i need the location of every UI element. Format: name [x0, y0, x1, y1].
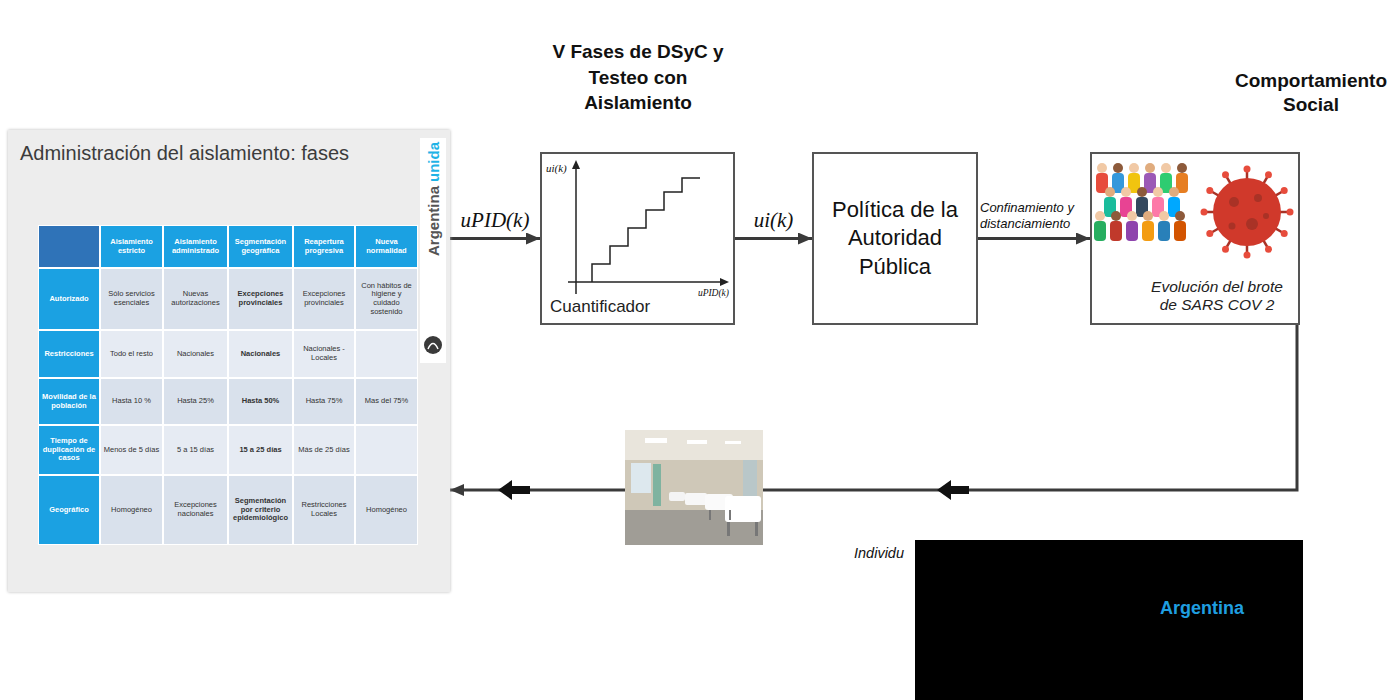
table-text: Aislamiento administrado	[166, 238, 225, 255]
table-cell: Homogéneo	[355, 475, 418, 545]
table-cell	[355, 330, 418, 378]
table-cell: Hasta 10 %	[100, 378, 163, 425]
table-cell: Geográfico	[38, 475, 100, 545]
slide-panel: Administración del aislamiento: fasesAis…	[8, 130, 450, 592]
table-text: Autorizado	[49, 295, 88, 304]
table-text: 15 a 25 días	[239, 446, 281, 455]
table-text: Hasta 25%	[177, 397, 214, 406]
table-text: Hasta 75%	[306, 397, 343, 406]
crowd-picture	[1094, 163, 1188, 241]
table-cell: Menos de 5 días	[100, 425, 163, 475]
table-cell: Excepciones provinciales	[293, 268, 355, 330]
table-cell: Sólo servicios esenciales	[100, 268, 163, 330]
table-text: Homogéneo	[111, 506, 152, 515]
slide-title: Administración del aislamiento: fases	[20, 142, 349, 165]
table-cell: Aislamiento administrado	[163, 225, 228, 268]
table-cell: Hasta 75%	[293, 378, 355, 425]
country-name: Argentina	[1160, 598, 1244, 619]
table-text: Restricciones	[44, 350, 93, 359]
table-text: Geográfico	[49, 506, 89, 515]
edge-label: ui(k)	[752, 208, 796, 233]
axis-label: ui(k)	[546, 162, 567, 174]
table-cell: Mas del 75%	[355, 378, 418, 425]
table-text: Nacionales	[177, 350, 214, 359]
table-cell: Nacionales	[228, 330, 293, 378]
hospital-picture	[625, 430, 763, 545]
table-text: Sólo servicios esenciales	[103, 290, 160, 307]
table-cell: Más de 25 días	[293, 425, 355, 475]
block-name: Cuantificador	[550, 297, 650, 317]
table-cell: Hasta 25%	[163, 378, 228, 425]
table-text: Todo el resto	[110, 350, 153, 359]
image-caption: Evolución del brote de SARS COV 2	[1142, 278, 1292, 315]
black-box: Argentina	[915, 540, 1303, 700]
edge-label: Confinamiento y distanciamiento	[978, 200, 1090, 233]
table-cell: Nacionales	[163, 330, 228, 378]
table-text: Homogéneo	[366, 506, 407, 515]
table-cell: Nacionales - Locales	[293, 330, 355, 378]
table-cell: Movilidad de la población	[38, 378, 100, 425]
table-cell: Excepciones provinciales	[228, 268, 293, 330]
policy-box: Política de la Autoridad Pública	[812, 152, 978, 325]
axis-label: uPID(k)	[698, 288, 729, 298]
table-cell: 15 a 25 días	[228, 425, 293, 475]
table-cell: Homogéneo	[100, 475, 163, 545]
outbreak-box: Comportamiento SocialEvolución del brote…	[1090, 152, 1300, 325]
table-text: Segmentación por criterio epidemiológico	[231, 497, 290, 523]
virus-picture	[1201, 166, 1294, 259]
table-cell	[355, 425, 418, 475]
block-heading: V Fases de DSyC y Testeo con Aislamiento	[549, 39, 727, 116]
table-cell: Restricciones Locales	[293, 475, 355, 545]
table-text: Más de 25 días	[298, 446, 349, 455]
table-cell: Excepciones nacionales	[163, 475, 228, 545]
table-text: Con hábitos de higiene y cuidado sosteni…	[358, 282, 415, 317]
table-text: Hasta 10 %	[112, 397, 151, 406]
table-cell: 5 a 15 días	[163, 425, 228, 475]
brand-strip: Argentina unida	[420, 138, 446, 328]
table-text: Reapertura progresiva	[296, 238, 352, 255]
table-text: Tiempo de duplicación de casos	[41, 437, 97, 463]
table-text: Excepciones nacionales	[166, 501, 225, 518]
block-name: Política de la Autoridad Pública	[820, 196, 970, 282]
edge-label: uPID(k)	[459, 208, 532, 233]
quantizer-box: V Fases de DSyC y Testeo con Aislamiento…	[540, 152, 735, 325]
table-text: Nacionales	[241, 350, 281, 359]
connector	[450, 237, 540, 240]
table-cell: Nueva normalidad	[355, 225, 418, 268]
table-text: Segmentación geográfica	[231, 238, 290, 255]
table-cell: Restricciones	[38, 330, 100, 378]
table-cell: Hasta 50%	[228, 378, 293, 425]
table-cell: Segmentación geográfica	[228, 225, 293, 268]
table-text: Restricciones Locales	[296, 501, 352, 518]
table-text: Menos de 5 días	[104, 446, 159, 455]
table-text: Hasta 50%	[242, 397, 280, 406]
table-cell: Autorizado	[38, 268, 100, 330]
block-heading: Comportamiento Social	[1232, 69, 1390, 118]
connector	[450, 325, 1297, 490]
table-cell: Tiempo de duplicación de casos	[38, 425, 100, 475]
table-cell	[38, 225, 100, 268]
table-text: Nueva normalidad	[358, 238, 415, 255]
connector	[978, 237, 1090, 240]
table-cell: Con hábitos de higiene y cuidado sosteni…	[355, 268, 418, 330]
phase-table: Aislamiento estricto Aislamiento administ…	[38, 225, 418, 545]
table-text: Mas del 75%	[365, 397, 408, 406]
table-text: Nacionales - Locales	[296, 345, 352, 362]
connector	[735, 237, 812, 240]
table-text: 5 a 15 días	[177, 446, 214, 455]
table-text: Aislamiento estricto	[103, 238, 160, 255]
brand-text: unida	[425, 142, 442, 182]
brand-text: Argentina	[425, 186, 442, 256]
table-cell: Todo el resto	[100, 330, 163, 378]
table-text: Movilidad de la población	[41, 393, 97, 410]
table-text: Nuevas autorizaciones	[166, 290, 225, 307]
table-text: Excepciones provinciales	[296, 290, 352, 307]
table-cell: Aislamiento estricto	[100, 225, 163, 268]
edge-label: Individu	[852, 545, 906, 561]
table-cell: Reapertura progresiva	[293, 225, 355, 268]
table-cell: Segmentación por criterio epidemiológico	[228, 475, 293, 545]
table-cell: Nuevas autorizaciones	[163, 268, 228, 330]
table-text: Excepciones provinciales	[231, 290, 290, 307]
